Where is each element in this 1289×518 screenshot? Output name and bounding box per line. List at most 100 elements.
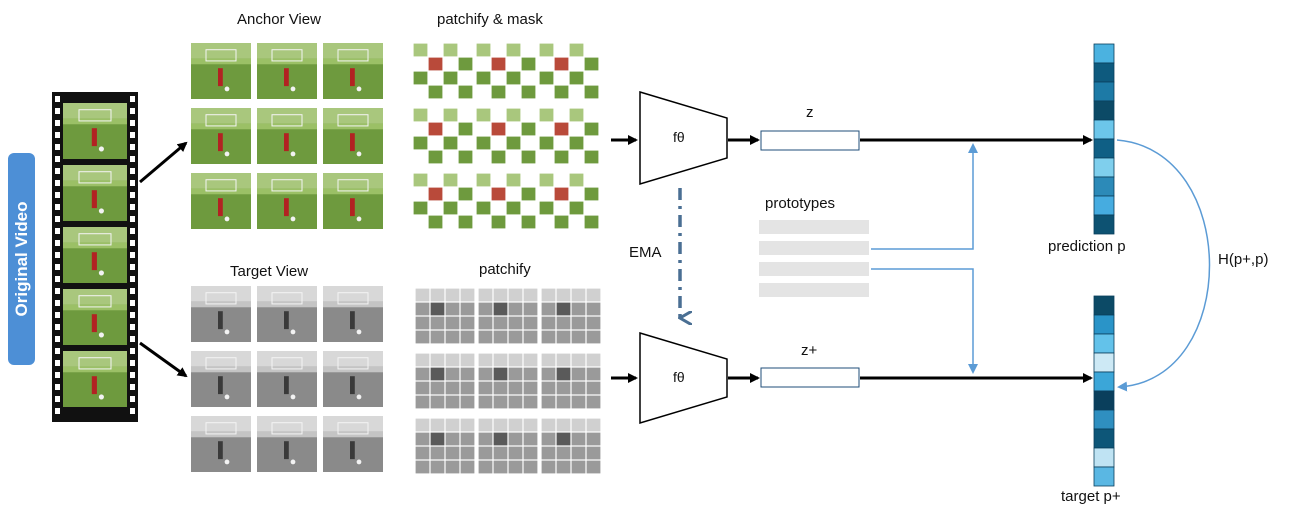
patch <box>508 288 523 302</box>
encoder-top-label: fθ <box>673 129 685 145</box>
patch <box>586 395 601 409</box>
film-frame <box>63 351 127 407</box>
patch <box>508 381 523 395</box>
patch <box>523 302 538 316</box>
patch <box>478 446 493 460</box>
film-sprocket <box>55 96 60 102</box>
film-frame <box>63 289 127 345</box>
patch <box>430 418 445 432</box>
patch <box>478 432 493 446</box>
patch <box>506 71 521 85</box>
patch <box>541 316 556 330</box>
patch <box>508 460 523 474</box>
film-sprocket <box>130 276 135 282</box>
patch <box>556 353 571 367</box>
patch <box>491 150 506 164</box>
arrow-to-target-view <box>139 341 188 378</box>
film-sprocket <box>55 228 60 234</box>
patch <box>556 418 571 432</box>
target-view-image <box>323 351 383 407</box>
patch <box>428 57 443 71</box>
patch <box>460 460 475 474</box>
patch <box>506 108 521 122</box>
patch <box>571 302 586 316</box>
film-sprocket <box>130 204 135 210</box>
patch <box>521 57 536 71</box>
patch <box>430 381 445 395</box>
patch <box>415 330 430 344</box>
patchified-image <box>478 353 538 409</box>
patch <box>556 316 571 330</box>
patchified-image <box>478 418 538 474</box>
patchified-image <box>541 418 601 474</box>
patch <box>428 85 443 99</box>
patch <box>571 288 586 302</box>
film-sprocket <box>130 384 135 390</box>
patch <box>523 381 538 395</box>
patch <box>443 173 458 187</box>
patch <box>508 353 523 367</box>
target-view-image <box>191 286 251 342</box>
patch <box>523 316 538 330</box>
prediction-bar-cell <box>1093 62 1115 83</box>
patch <box>415 353 430 367</box>
patch <box>523 353 538 367</box>
patch <box>445 288 460 302</box>
masked-image <box>539 173 599 229</box>
patch <box>541 288 556 302</box>
patch <box>556 460 571 474</box>
patch <box>586 432 601 446</box>
film-sprocket <box>130 144 135 150</box>
patch <box>586 367 601 381</box>
patch <box>569 201 584 215</box>
patch <box>460 432 475 446</box>
patch <box>493 446 508 460</box>
film-sprocket <box>55 300 60 306</box>
patch <box>493 432 508 446</box>
patch <box>413 173 428 187</box>
z-plus-box <box>760 367 860 388</box>
patchify-mask-title: patchify & mask <box>437 11 543 28</box>
patch <box>539 108 554 122</box>
prediction-bar-cell <box>1093 157 1115 178</box>
patch <box>415 446 430 460</box>
film-sprocket <box>55 120 60 126</box>
prototype-row <box>759 241 869 255</box>
patch <box>541 367 556 381</box>
patch <box>415 432 430 446</box>
film-sprocket <box>55 384 60 390</box>
patch <box>541 460 556 474</box>
film-sprocket <box>55 204 60 210</box>
prototype-row <box>759 220 869 234</box>
patch <box>521 187 536 201</box>
patch <box>476 71 491 85</box>
patch <box>458 187 473 201</box>
prediction-bar-cell <box>1093 195 1115 216</box>
prediction-label: prediction p <box>1048 238 1126 255</box>
film-sprocket <box>55 264 60 270</box>
patch <box>430 395 445 409</box>
patch <box>491 57 506 71</box>
target-view-grid <box>191 286 383 472</box>
masked-image <box>539 108 599 164</box>
patch <box>445 353 460 367</box>
patch <box>523 418 538 432</box>
film-sprocket <box>55 216 60 222</box>
patch <box>584 85 599 99</box>
encoder-bottom-label: fθ <box>673 369 685 385</box>
film-sprocket <box>55 324 60 330</box>
film-sprocket <box>130 192 135 198</box>
film-frame <box>63 103 127 159</box>
patch <box>460 418 475 432</box>
patch <box>569 136 584 150</box>
patch <box>493 330 508 344</box>
patch <box>443 71 458 85</box>
z-label: z <box>806 104 814 121</box>
masked-image <box>413 108 473 164</box>
patch <box>571 446 586 460</box>
film-strip <box>52 92 138 422</box>
prototypes-label: prototypes <box>765 195 836 212</box>
patch <box>508 302 523 316</box>
patch <box>491 187 506 201</box>
patch <box>584 57 599 71</box>
